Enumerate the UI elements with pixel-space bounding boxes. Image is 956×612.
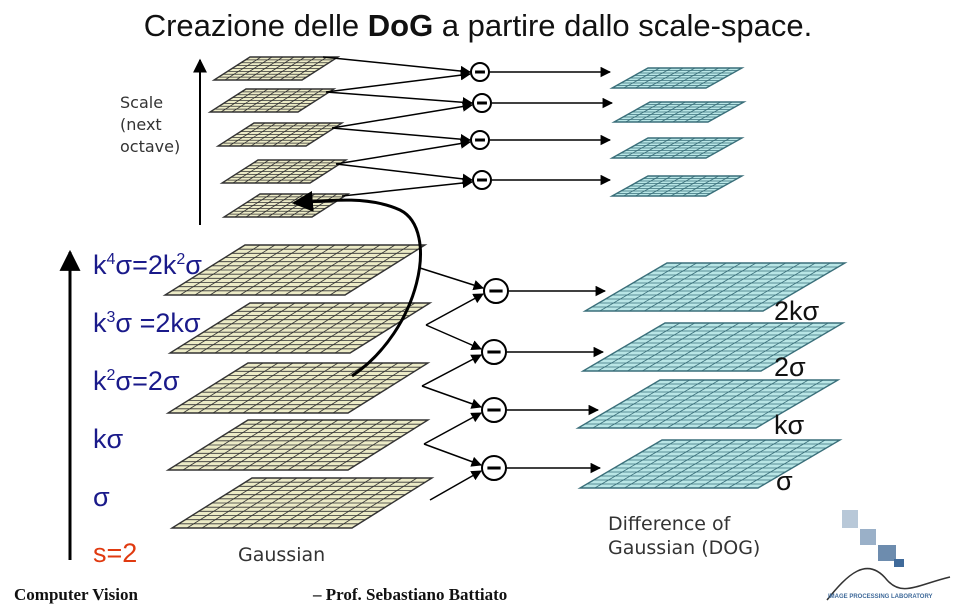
minus-node-top-1	[472, 93, 492, 113]
dog-label-k: kσ	[774, 410, 805, 440]
dog-label-2k: 2kσ	[774, 296, 820, 326]
arrow-bot-a-0	[419, 267, 485, 291]
arrow-top-a-2	[331, 127, 472, 145]
slide-title: Creazione delle DoG a partire dallo scal…	[143, 8, 813, 43]
gaussian-caption: Gaussian	[238, 544, 326, 566]
level-k: kσ	[93, 424, 124, 454]
arrow-top-b-2	[335, 138, 472, 165]
dog-small-3	[609, 175, 745, 197]
dog-stacks	[575, 67, 848, 489]
lab-logo: IMAGE PROCESSING LABORATORY	[822, 505, 952, 605]
gaussian-large-4	[169, 477, 435, 529]
minus-node-top-3	[472, 170, 492, 190]
arrow-top-b-1	[331, 101, 474, 129]
dog-large-2	[575, 379, 841, 429]
arrow-bot-b-1	[421, 354, 482, 387]
level-sigma: σ	[93, 482, 110, 512]
minus-node-bot-2	[481, 397, 507, 423]
gaussian-large-3	[165, 419, 431, 471]
minus-node-top-2	[470, 130, 490, 150]
gaussian-large-0	[162, 244, 428, 296]
gaussian-small-4	[221, 193, 351, 218]
minus-node-bot-3	[481, 455, 507, 481]
footer-author: – Prof. Sebastiano Battiato	[313, 585, 508, 604]
connector-arrows	[322, 56, 614, 501]
arrow-bot-a-3	[423, 443, 482, 467]
arrow-top-b-0	[325, 69, 472, 93]
level-k2: k2σ=2σ	[93, 366, 180, 396]
minus-node-top-0	[470, 62, 490, 82]
dog-large-0	[582, 262, 848, 312]
dog-large-1	[580, 322, 846, 372]
lab-logo-text: IMAGE PROCESSING LABORATORY	[828, 594, 933, 600]
gaussian-small-0	[211, 56, 341, 81]
next-octave-curve	[291, 190, 422, 378]
level-s: s=2	[93, 538, 138, 568]
arrow-bot-b-0	[425, 293, 484, 326]
dog-small-0	[609, 67, 745, 89]
dog-small-1	[611, 101, 747, 123]
gaussian-large-1	[167, 302, 433, 354]
arrow-bot-a-2	[421, 385, 482, 409]
arrow-bot-b-2	[423, 412, 482, 445]
dog-small-2	[609, 137, 745, 159]
arrow-top-a-3	[335, 163, 474, 185]
dog-label-2: 2σ	[774, 352, 806, 382]
minus-node-bot-1	[481, 339, 507, 365]
gaussian-small-2	[215, 122, 345, 147]
gaussian-stacks	[162, 56, 435, 529]
arrow-bot-a-1	[425, 324, 482, 351]
arrow-top-a-1	[325, 91, 474, 108]
subtraction-nodes	[470, 62, 509, 481]
dog-label-sigma: σ	[776, 466, 793, 496]
gaussian-small-1	[207, 88, 337, 113]
level-k3: k3σ =2kσ	[93, 308, 201, 338]
arrow-top-b-3	[341, 177, 474, 197]
footer-course: Computer Vision	[14, 585, 138, 604]
arrow-bot-b-3	[429, 470, 482, 501]
gaussian-small-3	[219, 159, 349, 184]
level-k4: k4σ=2k2σ	[93, 250, 202, 280]
minus-node-bot-0	[483, 278, 509, 304]
dog-large-3	[577, 439, 843, 489]
gaussian-large-2	[165, 362, 431, 414]
arrow-top-a-0	[322, 56, 472, 77]
title-dog: DoG	[367, 8, 434, 43]
